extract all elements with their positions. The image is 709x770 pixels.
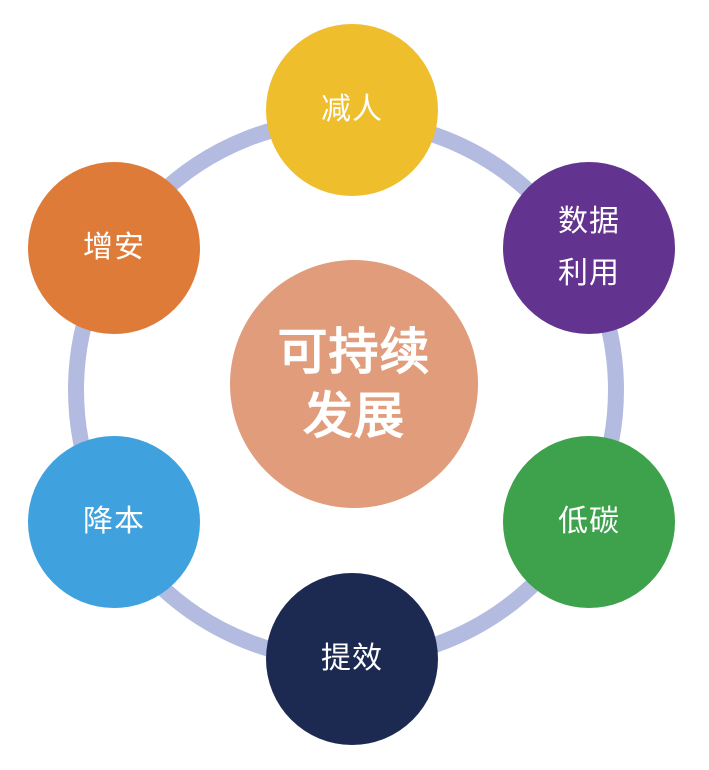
center-label-line2: 发展 [303,387,405,445]
node-reduce-staff: 减人 [266,24,438,196]
node-label: 减人 [321,92,383,127]
node-label: 增安 [83,230,145,265]
node-safety: 增安 [28,162,200,334]
center-circle: 可持续 发展 [230,260,478,508]
center-label-line1: 可持续 [277,323,431,381]
node-label: 数据 [558,204,620,239]
node-cost-reduction: 降本 [28,436,200,608]
node-low-carbon: 低碳 [503,436,675,608]
node-label: 利用 [558,256,620,291]
node-efficiency: 提效 [266,573,438,745]
node-label: 提效 [321,641,383,676]
node-label: 低碳 [558,504,620,539]
node-data-utilization: 数据 利用 [503,162,675,334]
node-label: 降本 [83,504,145,539]
